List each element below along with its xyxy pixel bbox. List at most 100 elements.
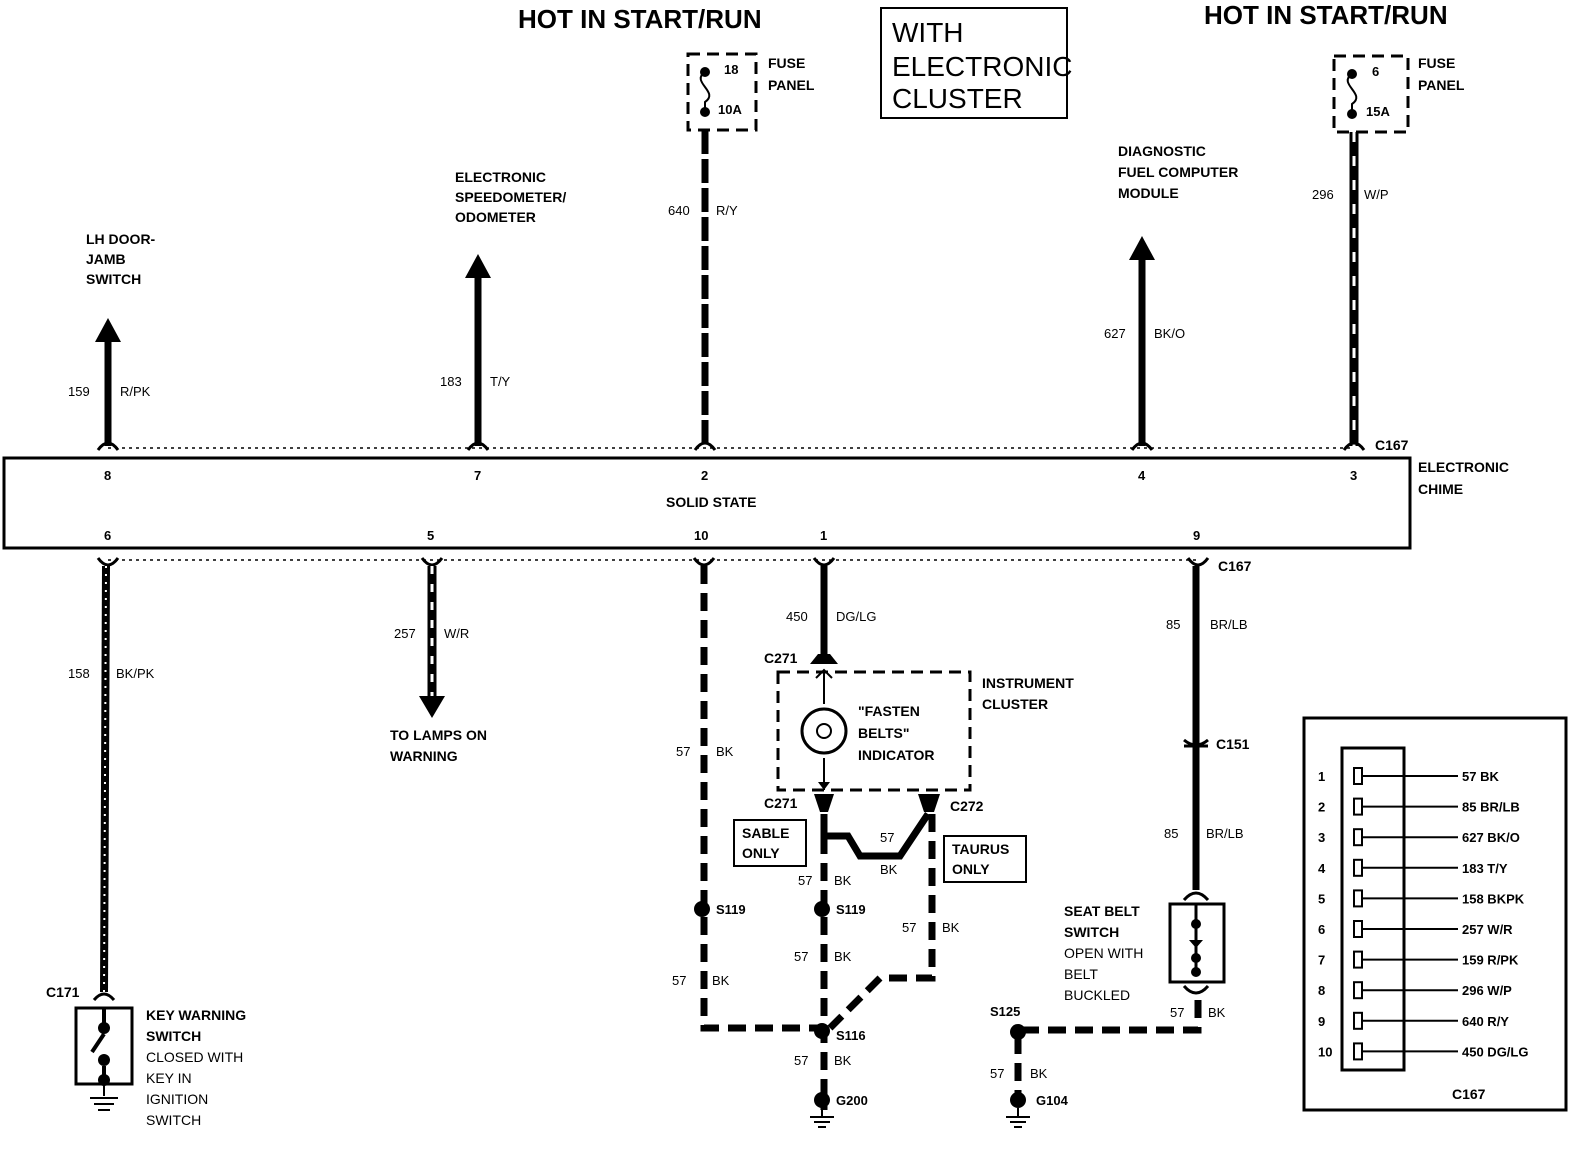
svg-text:ODOMETER: ODOMETER bbox=[455, 209, 536, 225]
legend-pin-terminal bbox=[1353, 797, 1363, 816]
svg-text:WARNING: WARNING bbox=[390, 748, 458, 764]
c167-bottom-label: C167 bbox=[1218, 558, 1252, 574]
seat-belt-switch bbox=[1168, 902, 1226, 984]
svg-text:57: 57 bbox=[902, 920, 916, 935]
svg-text:57: 57 bbox=[676, 744, 690, 759]
svg-text:85: 85 bbox=[1166, 617, 1180, 632]
legend-wire-label: 640 R/Y bbox=[1462, 1014, 1509, 1029]
svg-text:T/Y: T/Y bbox=[490, 374, 511, 389]
legend-wire-label: 296 W/P bbox=[1462, 983, 1512, 998]
c167-bottom-pin-markers bbox=[96, 557, 1210, 567]
svg-text:BK/O: BK/O bbox=[1154, 326, 1185, 341]
svg-text:JAMB: JAMB bbox=[86, 251, 126, 267]
legend-wire-label: 57 BK bbox=[1462, 769, 1499, 784]
svg-text:KEY IN: KEY IN bbox=[146, 1070, 192, 1086]
svg-text:9: 9 bbox=[1193, 528, 1200, 543]
wire-183: 183 T/Y bbox=[440, 254, 511, 446]
svg-text:57: 57 bbox=[672, 973, 686, 988]
lamps-on-warning-label: TO LAMPS ON WARNING bbox=[390, 727, 487, 764]
wire-57-sable: 57 BK bbox=[820, 812, 931, 877]
splice-s116-label: S116 bbox=[836, 1028, 866, 1043]
svg-text:TO LAMPS ON: TO LAMPS ON bbox=[390, 727, 487, 743]
svg-text:2: 2 bbox=[701, 468, 708, 483]
legend-wire-label: 159 R/PK bbox=[1462, 953, 1519, 968]
sable-only-note: SABLE ONLY bbox=[733, 819, 807, 867]
svg-text:BK: BK bbox=[1208, 1005, 1226, 1020]
legend-wire-label: 158 BKPK bbox=[1462, 891, 1525, 906]
ground-g200-point bbox=[814, 1092, 830, 1108]
legend-pin-terminal bbox=[1353, 828, 1363, 847]
svg-text:BK: BK bbox=[834, 949, 852, 964]
legend-wire-label: 85 BR/LB bbox=[1462, 800, 1520, 815]
svg-text:57: 57 bbox=[880, 830, 894, 845]
svg-text:WITH: WITH bbox=[892, 17, 964, 48]
svg-text:57: 57 bbox=[1170, 1005, 1184, 1020]
splice-s116 bbox=[814, 1023, 830, 1039]
svg-text:W/P: W/P bbox=[1364, 187, 1389, 202]
c167-legend-title: C167 bbox=[1452, 1086, 1486, 1102]
svg-text:BK: BK bbox=[1030, 1066, 1048, 1081]
c271-bottom-connector bbox=[814, 794, 834, 812]
svg-text:5: 5 bbox=[427, 528, 434, 543]
svg-text:KEY WARNING: KEY WARNING bbox=[146, 1007, 246, 1023]
svg-text:OPEN WITH: OPEN WITH bbox=[1064, 945, 1143, 961]
svg-text:6: 6 bbox=[104, 528, 111, 543]
hot-label-left: HOT IN START/RUN bbox=[518, 4, 762, 34]
legend-pin-number: 3 bbox=[1318, 830, 1325, 845]
c271-bottom-label: C271 bbox=[764, 795, 798, 811]
svg-text:15A: 15A bbox=[1366, 104, 1390, 119]
c171-connector bbox=[92, 992, 116, 1002]
svg-text:SWITCH: SWITCH bbox=[1064, 924, 1119, 940]
with-electronic-cluster-note: WITH ELECTRONIC CLUSTER bbox=[880, 7, 1072, 119]
speedometer-label: ELECTRONIC SPEEDOMETER/ ODOMETER bbox=[455, 169, 566, 225]
ground-g200-label: G200 bbox=[836, 1093, 868, 1108]
svg-text:57: 57 bbox=[798, 873, 812, 888]
taurus-only-note: TAURUS ONLY bbox=[943, 835, 1027, 883]
legend-pin-number: 9 bbox=[1318, 1014, 1325, 1029]
svg-text:BK: BK bbox=[716, 744, 734, 759]
c167-top-pin-markers bbox=[96, 441, 1366, 451]
c271-top-connector bbox=[810, 654, 838, 664]
wire-57-center: 57 BK 57 BK 57 BK bbox=[794, 836, 852, 1110]
svg-text:DIAGNOSTIC: DIAGNOSTIC bbox=[1118, 143, 1206, 159]
svg-text:TAURUS: TAURUS bbox=[952, 841, 1009, 857]
svg-text:296: 296 bbox=[1312, 187, 1334, 202]
svg-text:BELT: BELT bbox=[1064, 966, 1098, 982]
c151-connector bbox=[1183, 738, 1209, 748]
svg-text:ONLY: ONLY bbox=[952, 861, 990, 877]
seat-belt-switch-label: SEAT BELT SWITCH OPEN WITH BELT BUCKLED bbox=[1064, 903, 1143, 1003]
legend-pin-terminal bbox=[1353, 1011, 1363, 1030]
svg-text:"FASTEN: "FASTEN bbox=[858, 703, 920, 719]
legend-wire-label: 627 BK/O bbox=[1462, 830, 1520, 845]
wire-450: 450 DG/LG bbox=[786, 566, 876, 654]
svg-text:IGNITION: IGNITION bbox=[146, 1091, 208, 1107]
wire-158: 158 BK/PK bbox=[68, 565, 155, 993]
svg-text:BR/LB: BR/LB bbox=[1206, 826, 1244, 841]
svg-text:SWITCH: SWITCH bbox=[146, 1112, 201, 1128]
svg-text:BK: BK bbox=[834, 1053, 852, 1068]
diagnostic-module-label: DIAGNOSTIC FUEL COMPUTER MODULE bbox=[1118, 143, 1238, 201]
svg-text:10A: 10A bbox=[718, 102, 742, 117]
wire-257: 257 W/R bbox=[394, 566, 469, 718]
legend-pin-terminal bbox=[1353, 858, 1363, 877]
svg-text:R/Y: R/Y bbox=[716, 203, 738, 218]
c271-top-label: C271 bbox=[764, 650, 798, 666]
splice-s119-left bbox=[694, 901, 710, 917]
svg-text:FUEL COMPUTER: FUEL COMPUTER bbox=[1118, 164, 1238, 180]
svg-text:CLUSTER: CLUSTER bbox=[892, 83, 1023, 114]
svg-text:85: 85 bbox=[1164, 826, 1178, 841]
c272-label: C272 bbox=[950, 798, 984, 814]
hot-label-right: HOT IN START/RUN bbox=[1204, 0, 1448, 30]
instrument-cluster-label: INSTRUMENT CLUSTER bbox=[982, 675, 1074, 712]
legend-wire-label: 450 DG/LG bbox=[1462, 1044, 1528, 1059]
svg-text:ONLY: ONLY bbox=[742, 845, 780, 861]
legend-wire-label: 257 W/R bbox=[1462, 922, 1513, 937]
electronic-chime-label: ELECTRONIC bbox=[1418, 459, 1509, 475]
svg-text:R/PK: R/PK bbox=[120, 384, 151, 399]
wire-57-seatbelt: 57 BK 57 BK bbox=[990, 1000, 1226, 1094]
